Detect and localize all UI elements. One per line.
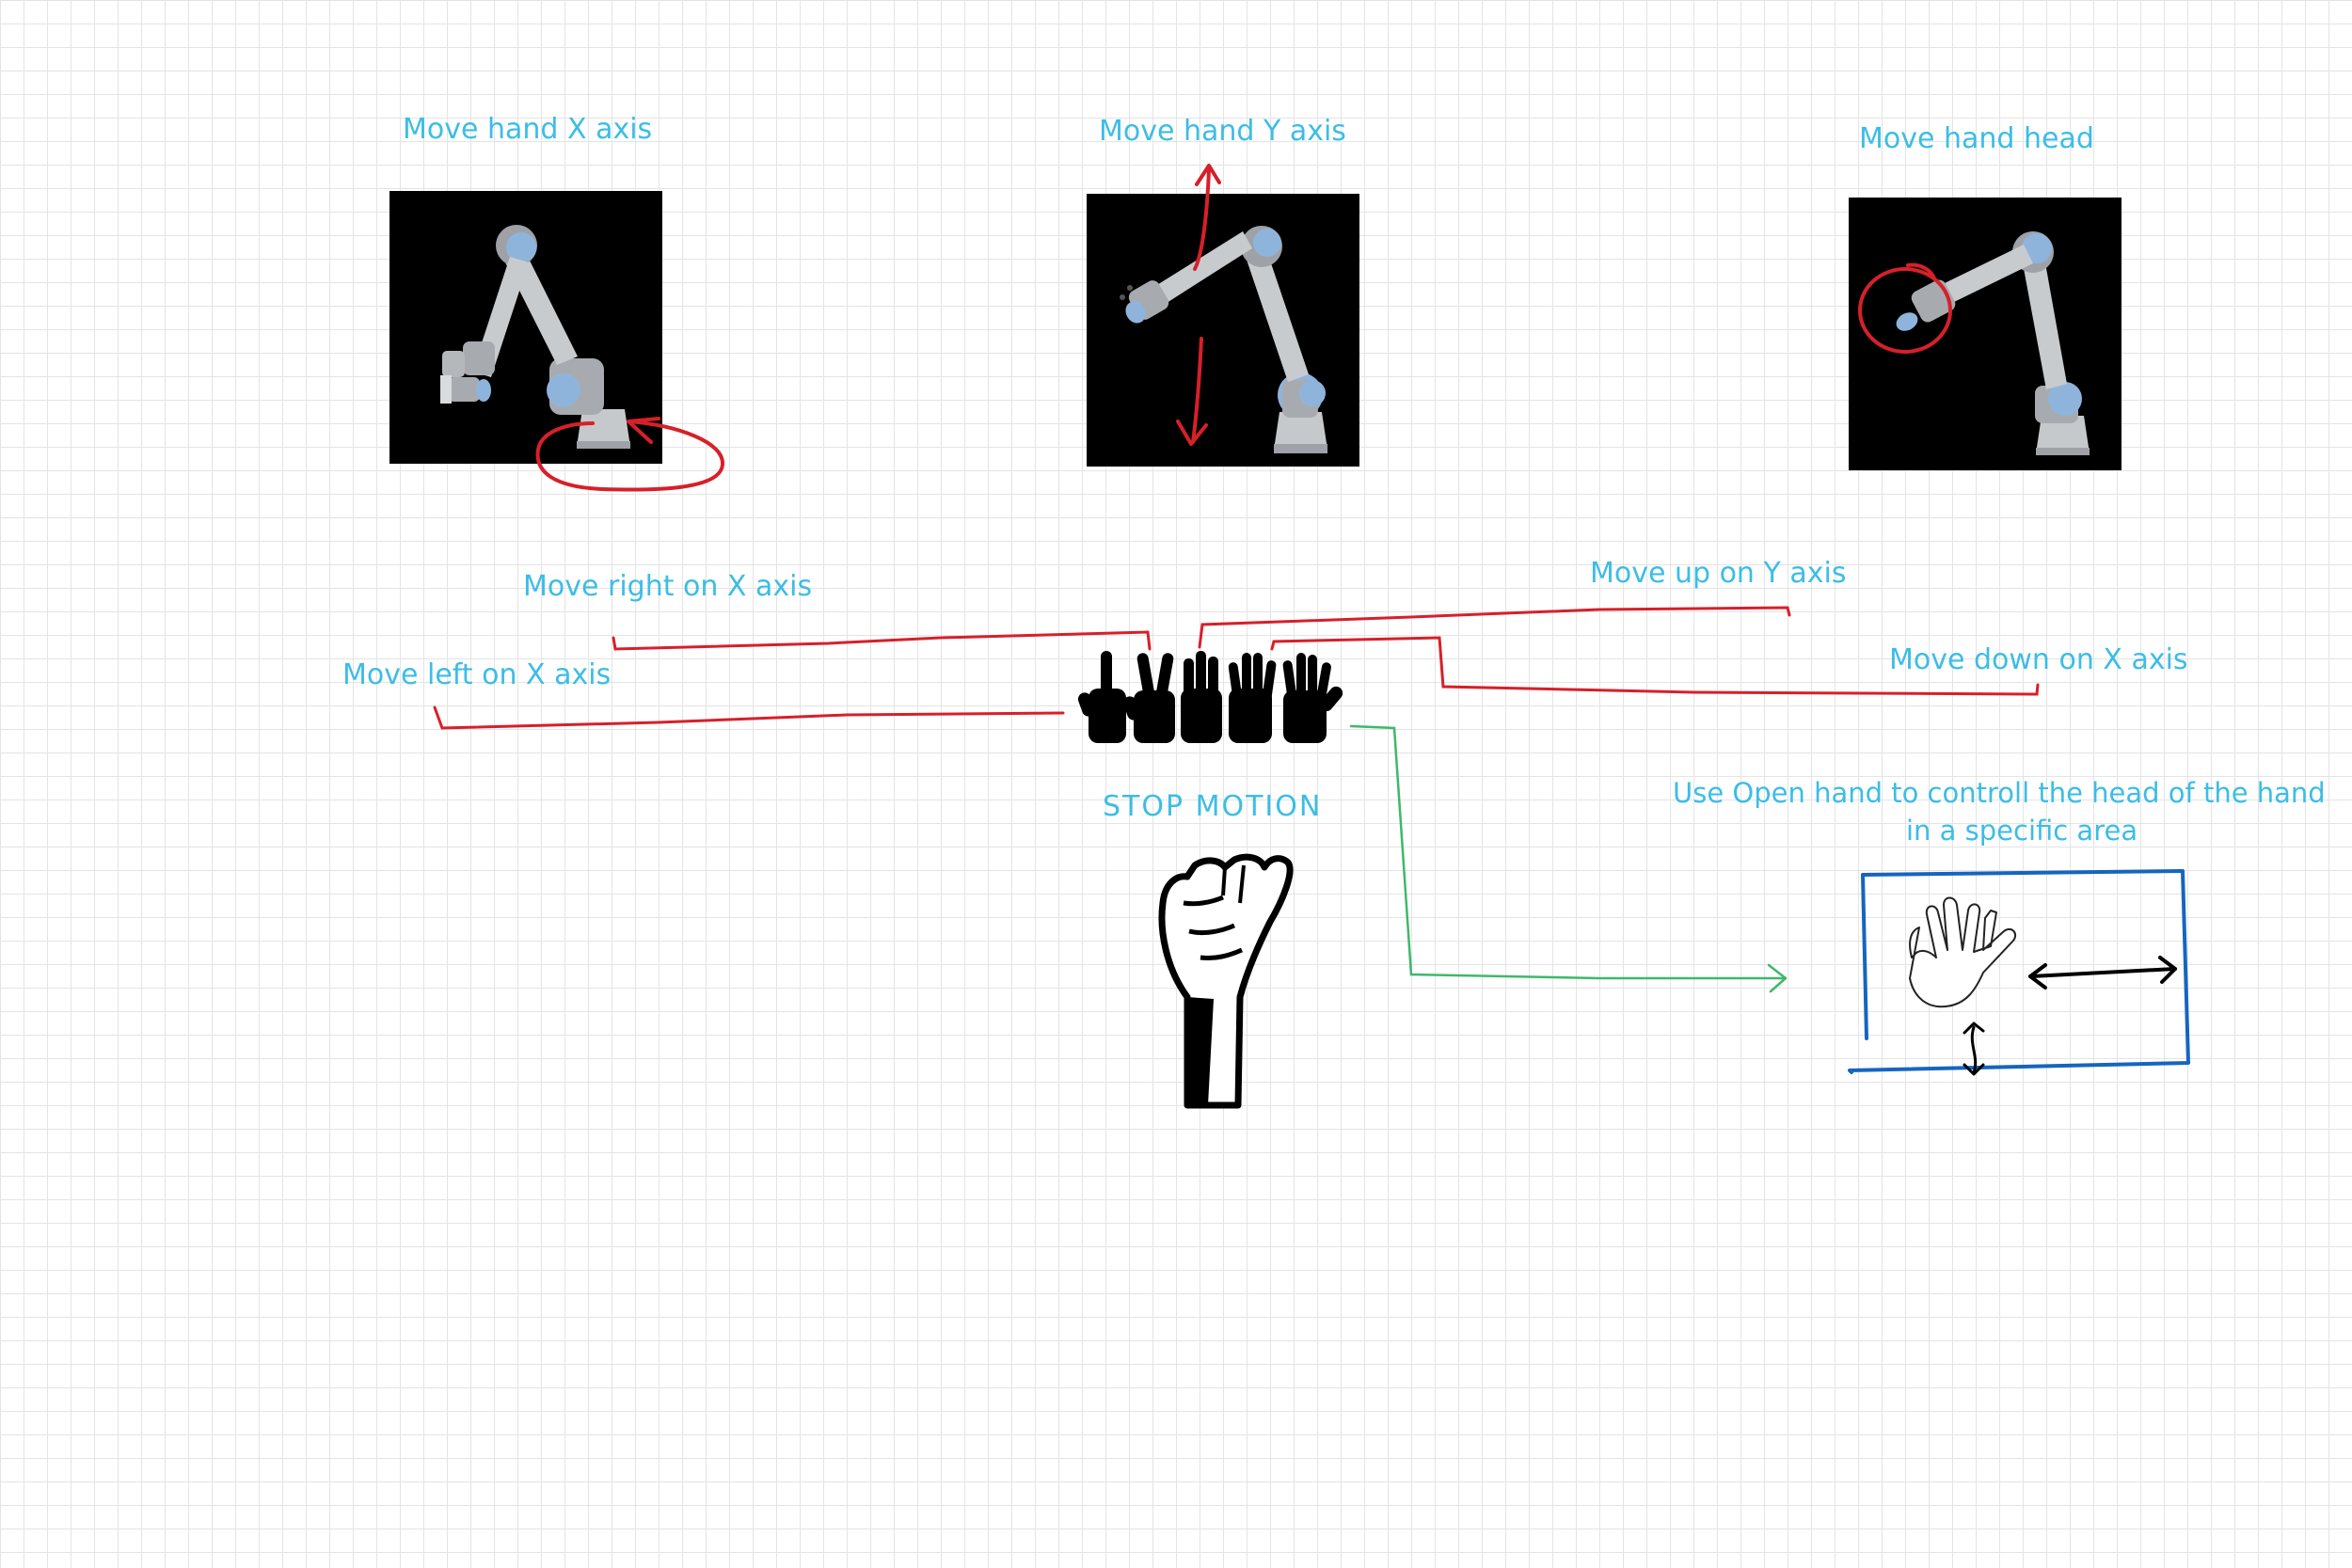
two-finger-hand-icon xyxy=(1122,653,1175,743)
one-finger-hand-icon xyxy=(1077,651,1126,743)
vertical-arrow-icon xyxy=(1963,1022,1985,1076)
robot-arm-icon xyxy=(440,225,630,449)
raised-fist-icon xyxy=(1158,853,1294,1109)
panel-title-x: Move hand X axis xyxy=(403,113,653,146)
connector-right-x xyxy=(612,630,1152,651)
robot-panel-x xyxy=(389,191,662,464)
connector-down-x xyxy=(1270,636,2040,696)
open-hand-caption-line2: in a specific area xyxy=(1906,815,2138,847)
robot-panel-head xyxy=(1849,198,2122,470)
open-hand-icon xyxy=(1909,896,2017,1008)
three-finger-hand-icon xyxy=(1181,651,1222,743)
five-finger-hand-icon xyxy=(1282,653,1343,743)
connector-left-x xyxy=(433,705,1065,730)
connector-open-hand xyxy=(1349,724,1788,980)
rotate-arrow-icon xyxy=(535,420,724,492)
vertical-arrow-icon xyxy=(1193,167,1211,271)
stop-motion-label: STOP MOTION xyxy=(1103,790,1323,823)
open-hand-caption-line1: Use Open hand to controll the head of th… xyxy=(1673,777,2326,809)
hand-gesture-icon xyxy=(1077,651,1343,743)
head-highlight-circle xyxy=(1858,267,1952,354)
gesture-label-right-x: Move right on X axis xyxy=(523,570,813,603)
connector-up-y xyxy=(1198,606,1791,649)
panel-title-y: Move hand Y axis xyxy=(1099,115,1346,148)
gesture-label-left-x: Move left on X axis xyxy=(342,658,612,691)
horizontal-arrow-icon xyxy=(2028,956,2177,990)
robot-panel-y xyxy=(1087,194,1359,467)
gesture-label-up-y: Move up on Y axis xyxy=(1590,557,1847,590)
four-finger-hand-icon xyxy=(1228,653,1277,743)
gesture-label-down-x: Move down on X axis xyxy=(1889,643,2188,676)
panel-title-head: Move hand head xyxy=(1859,122,2094,155)
robot-arm-icon xyxy=(1896,231,2090,455)
control-area-box xyxy=(1848,869,2190,1074)
